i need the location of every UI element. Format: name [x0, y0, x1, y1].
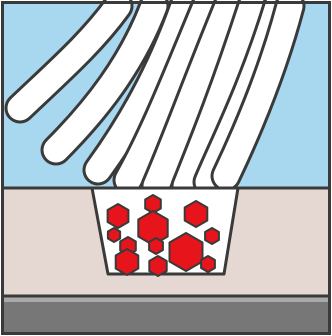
particle-10	[149, 256, 166, 276]
particle-2	[108, 204, 129, 228]
particle-8	[116, 249, 139, 275]
particle-11	[201, 256, 215, 272]
particle-7	[205, 228, 219, 244]
particle-4	[185, 201, 208, 227]
particle-12	[108, 228, 120, 242]
particle-9	[149, 238, 163, 254]
particle-6	[170, 233, 203, 271]
